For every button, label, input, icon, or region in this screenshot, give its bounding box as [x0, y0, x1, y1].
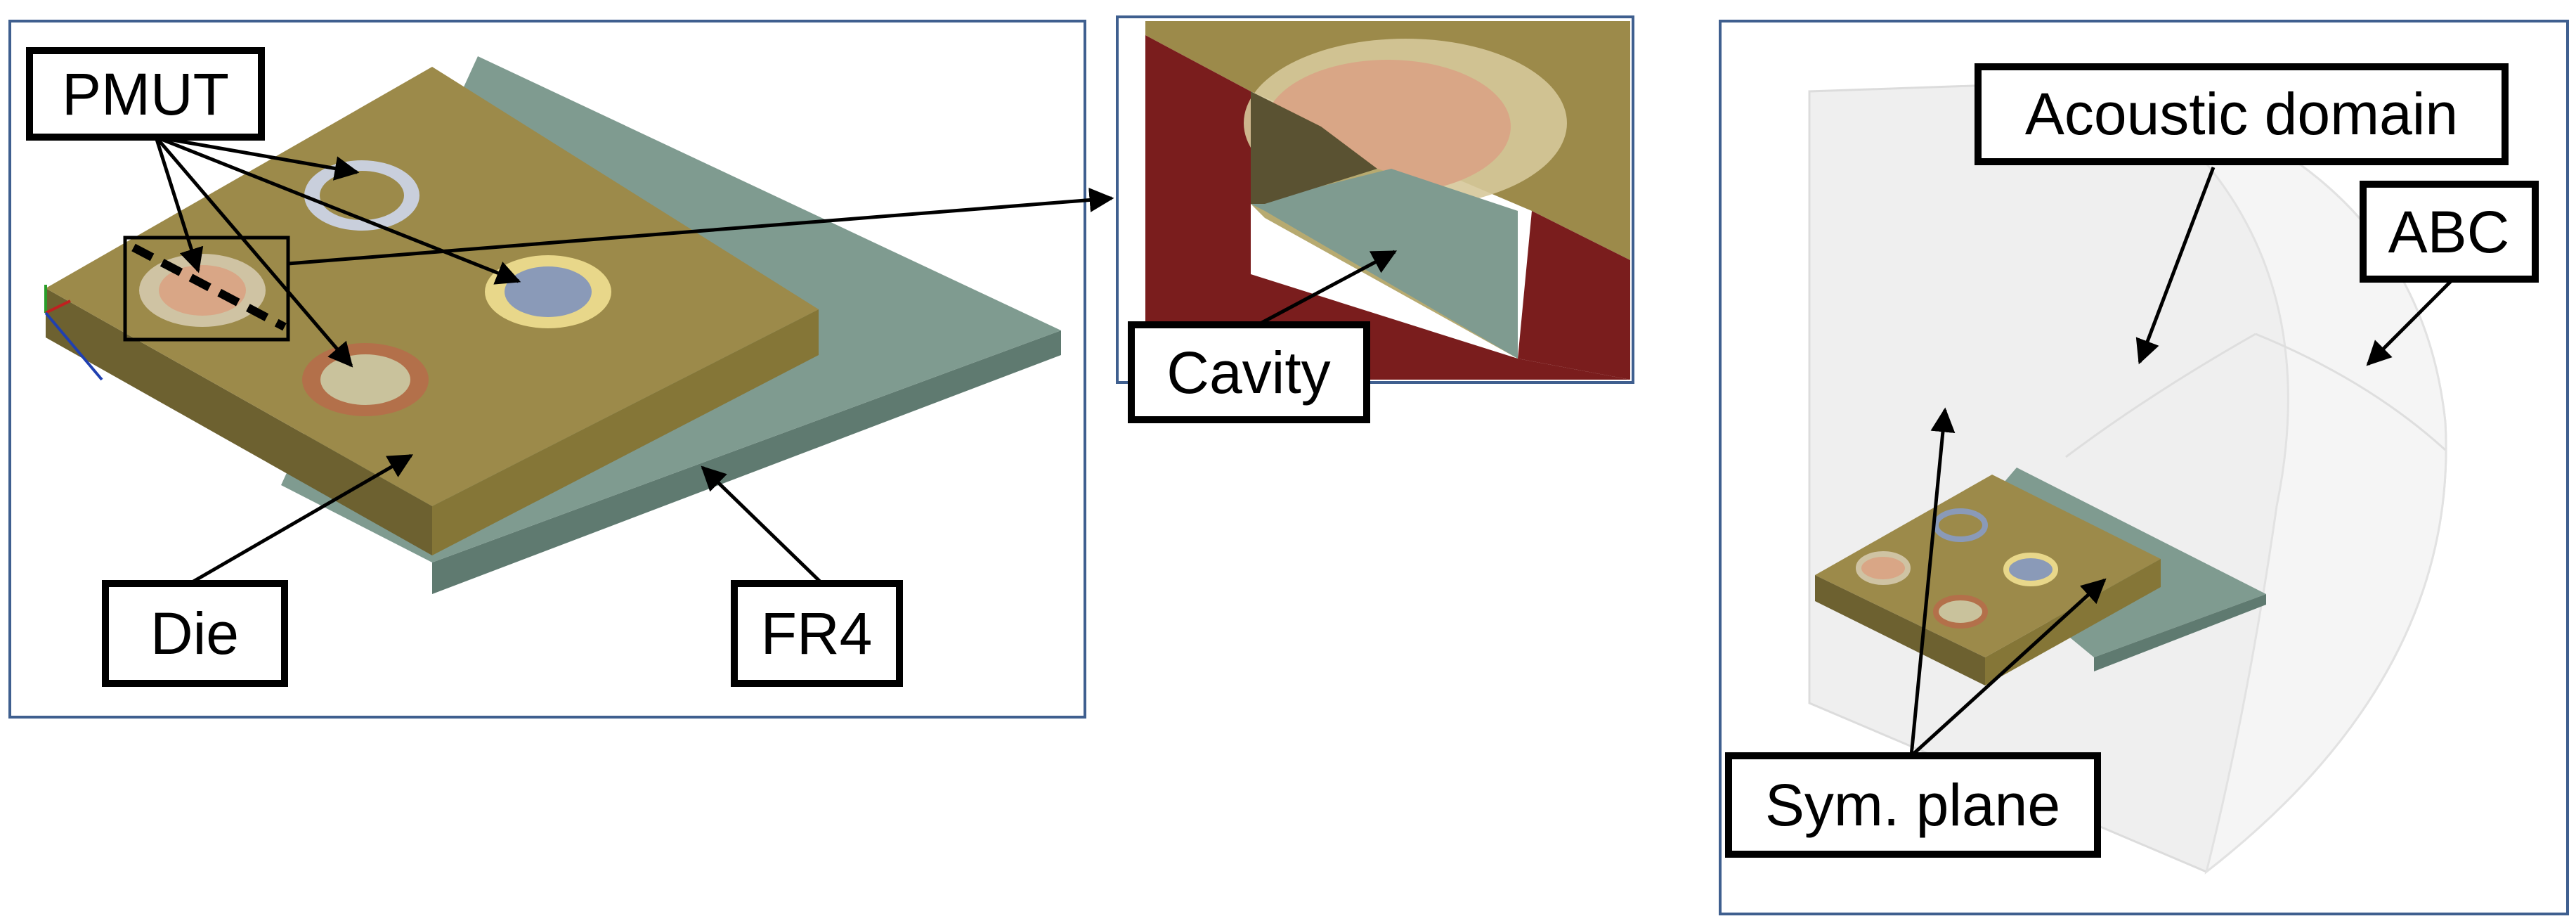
- left-panel-frame: [8, 20, 1086, 719]
- die-top: [46, 67, 819, 506]
- acoustic-domain-label-text: Acoustic domain: [2025, 81, 2458, 147]
- fr4-label-text: FR4: [761, 600, 873, 666]
- mini-fr4-side: [2094, 594, 2266, 671]
- sym-plane-label-text: Sym. plane: [1765, 772, 2060, 838]
- cavity-shadow: [1251, 91, 1377, 204]
- acoustic-domain-arrow: [2135, 167, 2216, 365]
- domain-seam: [2255, 333, 2447, 451]
- axis-triad-icon: [44, 285, 103, 381]
- pmut-arrow-3: [154, 136, 204, 273]
- fr4-arrow: [701, 465, 824, 585]
- middle-panel: Cavity: [1116, 15, 1634, 423]
- mini-pmut-1: [1933, 508, 1988, 542]
- pmut-arrow-2: [155, 135, 521, 285]
- pmut-left: [139, 254, 266, 327]
- abc-arrow: [2366, 278, 2454, 366]
- pmut-arrow-4: [155, 136, 353, 368]
- mini-die-front: [1815, 575, 1985, 685]
- fr4-side: [432, 330, 1061, 594]
- mini-pmut-2: [2003, 553, 2058, 586]
- die-block: [46, 67, 819, 555]
- zoom-arrow: [287, 188, 1114, 266]
- domain-seam-2: [2065, 333, 2256, 458]
- die-label-text: Die: [150, 600, 239, 666]
- pmut-label-text: PMUT: [62, 61, 229, 127]
- mini-die-top: [1815, 475, 2161, 657]
- pmut-label: PMUT: [26, 47, 265, 141]
- cavity-wall-left: [1145, 35, 1630, 380]
- die-front-side: [46, 288, 432, 555]
- pmut-bottom: [302, 343, 429, 416]
- sym-plane-label: Sym. plane: [1725, 752, 2101, 858]
- right-panel: Acoustic domain ABC Sym. plane: [1719, 20, 2569, 915]
- pmut-arrow-1: [155, 135, 360, 181]
- mini-pmut-3: [1856, 551, 1911, 585]
- sym-plane-arrow-1: [1909, 407, 1956, 756]
- zoom-selection-box: [123, 236, 290, 342]
- left-panel: PMUT Die FR4: [8, 20, 1114, 719]
- middle-panel-frame: [1116, 15, 1634, 384]
- right-panel-frame: [1719, 20, 2569, 915]
- die-label: Die: [102, 580, 288, 687]
- die-arrow: [188, 453, 414, 586]
- die-right-side: [432, 309, 819, 555]
- pmut-right: [485, 255, 611, 328]
- abc-label-text: ABC: [2388, 199, 2510, 265]
- cavity-label: Cavity: [1128, 321, 1370, 423]
- cavity-wall-right: [1518, 211, 1630, 380]
- acoustic-domain-label: Acoustic domain: [1975, 63, 2509, 165]
- sym-plane-arrow-2: [1910, 578, 2107, 757]
- fr4-label: FR4: [731, 580, 903, 687]
- cavity-label-text: Cavity: [1166, 340, 1330, 406]
- cavity-arrow: [1256, 250, 1398, 327]
- abc-label: ABC: [2360, 181, 2539, 283]
- mini-die-right: [1985, 559, 2161, 685]
- section-cut-line: [131, 243, 287, 331]
- mini-pmut-4: [1933, 595, 1988, 629]
